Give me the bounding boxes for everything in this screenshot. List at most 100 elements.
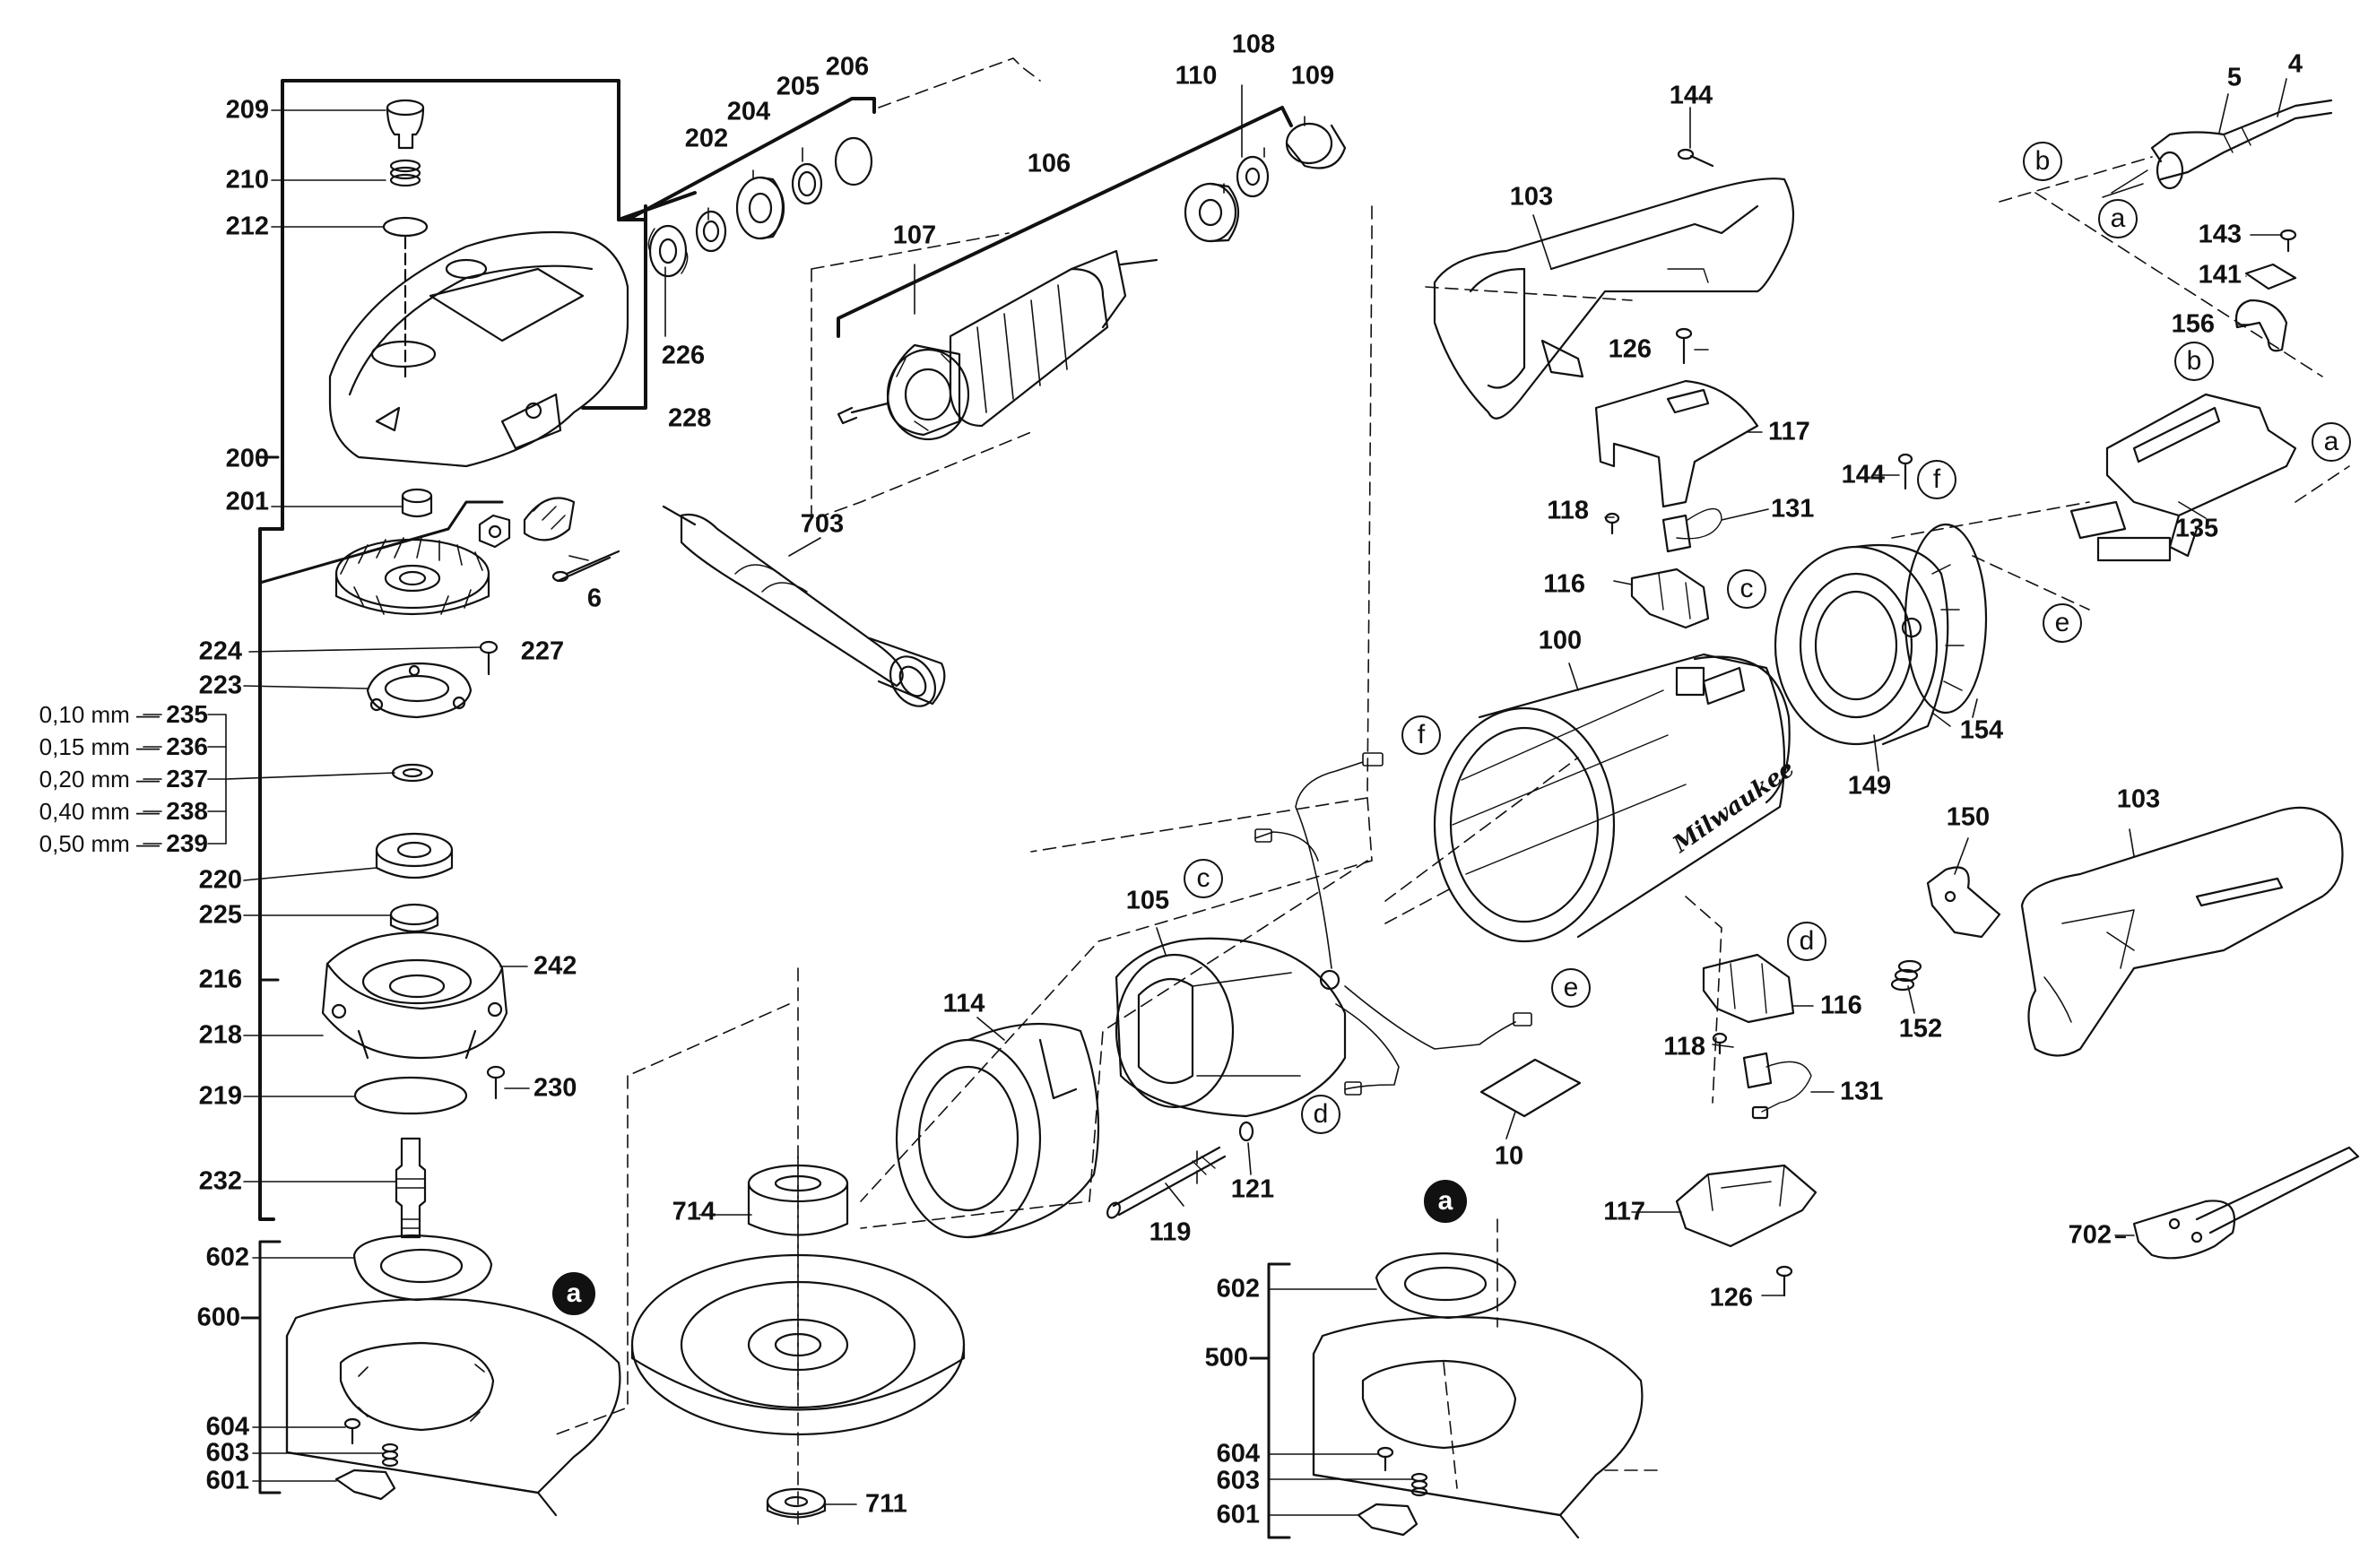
part-116-brush-holder-top: [1630, 567, 1710, 629]
label-116-top: 116: [1543, 569, 1585, 599]
part-202-washer: [695, 210, 727, 253]
part-131-carbon-brush-top: [1661, 507, 1722, 553]
label-152: 152: [1898, 1014, 1943, 1044]
label-143: 143: [2198, 220, 2242, 249]
label-154: 154: [1959, 715, 2004, 745]
part-702-spanner: [2114, 1146, 2360, 1260]
stator-lead-wires: [1254, 752, 1532, 1096]
shim-row-4: 0,40 mm — 238: [39, 797, 208, 825]
part-107-armature: [837, 249, 1158, 441]
label-149: 149: [1847, 771, 1892, 801]
part-106-armature-bracket: [837, 106, 1293, 338]
label-117-bottom: 117: [1603, 1197, 1645, 1226]
label-227: 227: [520, 637, 565, 666]
label-6: 6: [586, 584, 603, 613]
label-603: 603: [205, 1438, 249, 1468]
label-219: 219: [198, 1081, 242, 1111]
label-121: 121: [1230, 1174, 1275, 1204]
part-103-handle-half-top: [1433, 178, 1795, 420]
label-205: 205: [776, 72, 820, 101]
label-602: 602: [205, 1243, 249, 1272]
label-119: 119: [1149, 1217, 1192, 1247]
label-702: 702: [2068, 1220, 2112, 1250]
label-126-top: 126: [1608, 334, 1652, 364]
connector-f-wire: f: [1401, 715, 1441, 755]
part-144-screw-right: [1897, 453, 1913, 490]
part-206-retaining-ring: [834, 136, 873, 186]
label-223: 223: [198, 671, 242, 700]
label-602-right: 602: [1216, 1274, 1260, 1304]
part-228-pinion: [523, 497, 576, 541]
label-109: 109: [1290, 61, 1335, 91]
part-212-o-ring: [382, 216, 429, 238]
label-118-top: 118: [1547, 496, 1589, 525]
connector-a-cord: a: [2098, 199, 2138, 238]
label-226: 226: [661, 341, 706, 370]
label-5: 5: [2226, 63, 2243, 92]
part-119-long-screw: [1106, 1146, 1227, 1219]
shim-row-1: 0,10 mm — 235: [39, 700, 208, 728]
label-150: 150: [1946, 802, 1991, 832]
label-604: 604: [205, 1412, 249, 1442]
connector-e-switch: e: [2043, 603, 2082, 643]
gear-head-group-bracket: [258, 79, 876, 1221]
grinding-wheel: [630, 1253, 966, 1436]
part-209-knob: [386, 99, 425, 150]
label-225: 225: [198, 900, 242, 930]
part-121-washer: [1238, 1121, 1254, 1142]
label-232: 232: [198, 1166, 242, 1196]
label-600: 600: [196, 1303, 240, 1332]
part-105-field-stator: [1115, 937, 1347, 1118]
part-114-air-guide: [895, 1022, 1100, 1239]
assembly-guide-lines: [555, 57, 2350, 1525]
label-601-right: 601: [1216, 1500, 1260, 1529]
part-500-wheel-guard: [1312, 1252, 1644, 1539]
part-10-label-plate: [1479, 1058, 1582, 1118]
part-711-nut: [766, 1487, 827, 1519]
label-131-bottom: 131: [1840, 1077, 1884, 1106]
label-103-bottom: 103: [2116, 784, 2161, 814]
label-202: 202: [684, 124, 729, 153]
part-601-lever-right: [1357, 1503, 1418, 1537]
part-100-motor-housing: [1433, 653, 1791, 943]
label-126-bottom: 126: [1709, 1283, 1753, 1312]
part-118-screw-top: [1604, 512, 1620, 535]
connector-d-wire: d: [1301, 1095, 1340, 1134]
part-210-spring: [389, 159, 421, 187]
part-216-218-bearing-flange: [321, 931, 508, 1060]
label-131-top: 131: [1771, 494, 1815, 524]
connector-b-cord: b: [2023, 142, 2062, 181]
connector-d-bottom: d: [1787, 922, 1826, 961]
part-603-spring: [381, 1442, 399, 1468]
part-149-end-cap: [1774, 543, 1965, 746]
part-154-seal: [1904, 523, 1988, 715]
part-117-brush-cover-top: [1594, 379, 1759, 508]
leader-lines: [143, 78, 2287, 1539]
part-200-gear-housing: [328, 230, 629, 468]
connector-c-top: c: [1727, 569, 1766, 609]
part-108-bearing: [1236, 155, 1270, 198]
part-227-nut: [478, 514, 511, 549]
part-226-nut: [647, 224, 689, 278]
part-4-5-cord-and-sleeve: [2102, 99, 2333, 198]
connector-a-right: a: [1424, 1180, 1467, 1223]
part-144-screw-top: [1677, 148, 1714, 168]
part-150-lever: [1926, 866, 2001, 939]
label-117-top: 117: [1768, 417, 1810, 446]
shim-row-2: 0,15 mm — 236: [39, 732, 208, 760]
part-603-spring-right: [1410, 1472, 1428, 1497]
part-703-side-handle: [662, 505, 946, 707]
label-100: 100: [1538, 626, 1583, 655]
label-212: 212: [225, 212, 269, 241]
label-711: 711: [865, 1489, 907, 1519]
part-230-screw: [486, 1065, 506, 1100]
label-230: 230: [534, 1073, 577, 1103]
shim-row-5: 0,50 mm — 239: [39, 829, 208, 857]
label-242: 242: [534, 951, 577, 981]
part-714-flange: [747, 1164, 849, 1236]
label-108: 108: [1231, 30, 1276, 59]
part-232-spindle: [395, 1137, 427, 1239]
part-bevel-gear: [334, 537, 490, 616]
label-603-right: 603: [1216, 1466, 1260, 1495]
part-126-screw-bottom: [1775, 1265, 1793, 1297]
